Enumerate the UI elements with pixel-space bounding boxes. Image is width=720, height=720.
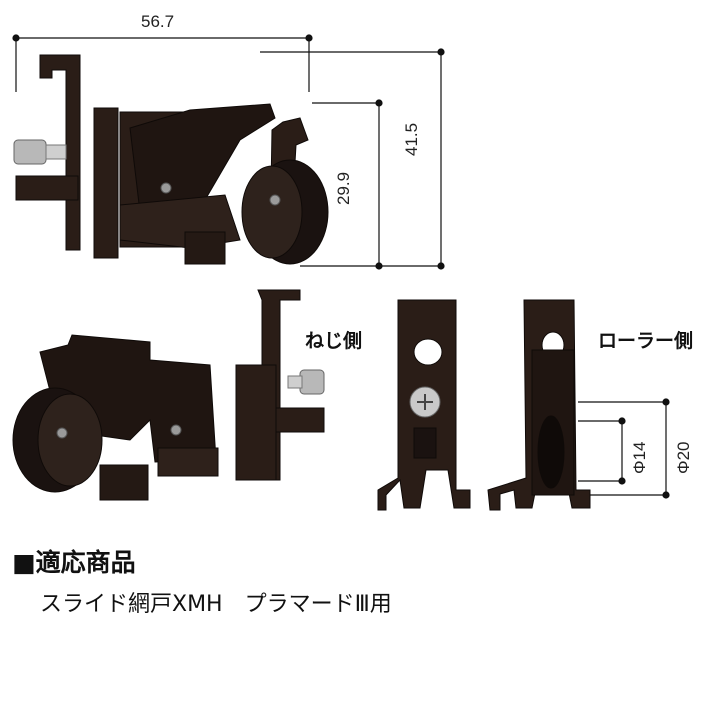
dimension-height-partial: 29.9 xyxy=(334,171,353,205)
dimension-lines xyxy=(12,34,670,499)
dimension-width: 56.7 xyxy=(141,12,175,31)
product-heading: ■適応商品 xyxy=(12,543,136,579)
roller-mirrored-view xyxy=(12,289,325,501)
product-description: スライド網戸XMH プラマードⅢ用 xyxy=(40,592,392,617)
dimension-phi20: Φ20 xyxy=(674,441,693,474)
heading-text: 適応商品 xyxy=(35,548,136,577)
dimension-height-total: 41.5 xyxy=(402,122,421,156)
dimension-phi14: Φ14 xyxy=(630,441,649,474)
heading-marker: ■ xyxy=(12,548,36,577)
roller-side-label: ローラー側 xyxy=(598,330,694,352)
screw-side-front-view xyxy=(377,299,471,511)
roller-side-front-view xyxy=(487,299,591,511)
roller-top-view xyxy=(13,54,329,265)
screw-side-label: ねじ側 xyxy=(305,330,363,352)
